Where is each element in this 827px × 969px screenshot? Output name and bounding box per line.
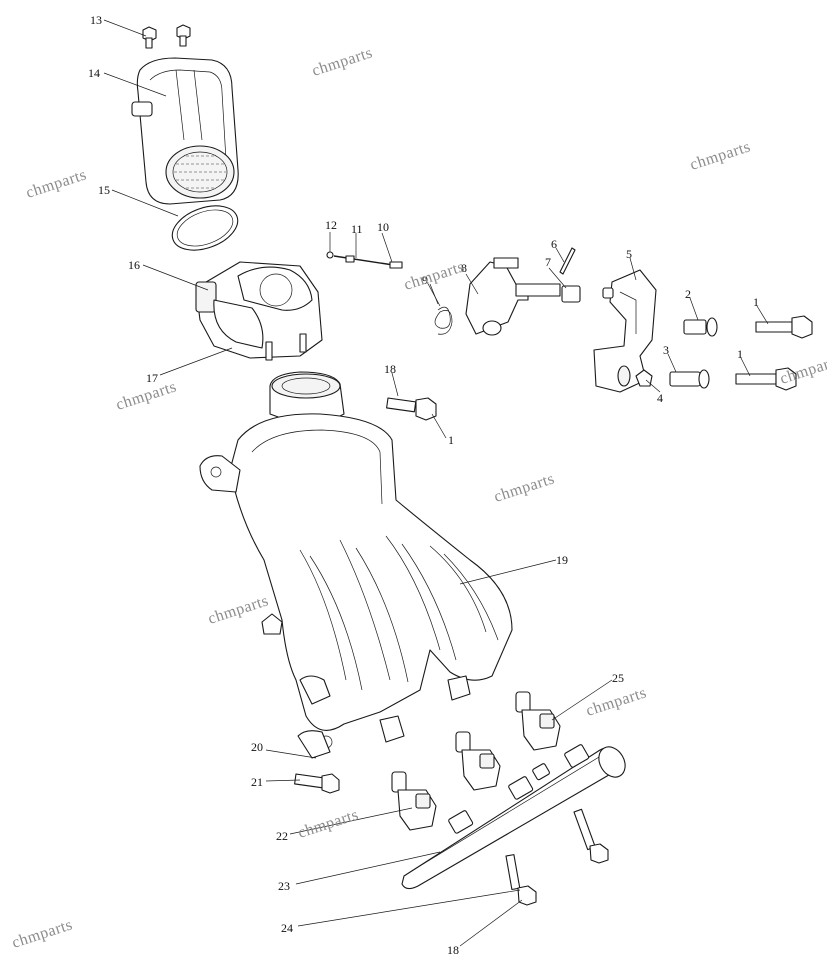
- housing-14: [131, 57, 239, 205]
- lever-8: [465, 257, 561, 336]
- bolt-13-right: [176, 24, 191, 47]
- callout-9: 9: [422, 273, 428, 287]
- callout-17: 17: [146, 371, 158, 385]
- callout-21: 21: [251, 775, 263, 789]
- callout-14: 14: [88, 66, 100, 80]
- callout-1-upper: 1: [753, 295, 759, 309]
- callout-8: 8: [461, 261, 467, 275]
- o-ring-15: [171, 205, 239, 251]
- bolt-1-lower: [735, 367, 797, 391]
- watermark: chmparts: [688, 138, 753, 174]
- watermark: chmparts: [492, 470, 557, 506]
- injector-25: [515, 691, 561, 751]
- callout-10: 10: [377, 220, 389, 234]
- callout-20: 20: [251, 740, 263, 754]
- callout-numbers: 13 14 15 16 17 12 11 10 9 8 7 6 5 2 1 3 …: [88, 13, 759, 957]
- callout-18-upper: 18: [384, 362, 396, 376]
- watermark: chmparts: [10, 916, 75, 952]
- callout-3: 3: [663, 343, 669, 357]
- pin-6: [559, 247, 576, 275]
- intake-manifold-19: [199, 413, 513, 759]
- throttle-body-16: [195, 261, 323, 361]
- watermark: chmparts: [310, 44, 375, 80]
- bolt-18-upper: [386, 397, 437, 421]
- callout-25: 25: [612, 671, 624, 685]
- callout-1-lower: 1: [737, 347, 743, 361]
- bushing-3: [669, 369, 710, 389]
- collar-7: [561, 285, 581, 303]
- callout-16: 16: [128, 258, 140, 272]
- callout-13: 13: [90, 13, 102, 27]
- bracket-5: [593, 269, 657, 393]
- bolt-13-left: [142, 26, 157, 49]
- watermark: chmparts: [206, 592, 271, 628]
- callout-24: 24: [281, 921, 293, 935]
- injector-seat-left: [379, 675, 471, 743]
- callout-22: 22: [276, 829, 288, 843]
- callout-12: 12: [325, 218, 337, 232]
- injector-mid: [455, 731, 501, 791]
- spring-9: [425, 279, 453, 335]
- callout-5: 5: [626, 247, 632, 261]
- callout-15: 15: [98, 183, 110, 197]
- callout-11: 11: [351, 222, 363, 236]
- callout-2: 2: [685, 287, 691, 301]
- fuel-rail-23: [401, 744, 626, 890]
- watermark: chmparts: [778, 352, 827, 388]
- bolt-24-18: [505, 854, 537, 906]
- bushing-2: [683, 317, 718, 337]
- callout-1-mid: 1: [448, 433, 454, 447]
- watermark: chmparts: [296, 806, 361, 842]
- watermark: chmparts: [402, 258, 467, 294]
- bolt-rail-right: [573, 808, 609, 864]
- bolt-21: [294, 773, 340, 794]
- watermark: chmparts: [24, 166, 89, 202]
- callout-7: 7: [545, 255, 551, 269]
- watermark: chmparts: [584, 684, 649, 720]
- callout-19: 19: [556, 553, 568, 567]
- rod-10-11-12: [326, 251, 403, 269]
- callout-23: 23: [278, 879, 290, 893]
- callout-18-lower: 18: [447, 943, 459, 957]
- leader-lines: [103, 19, 769, 947]
- bolt-1-upper: [755, 315, 813, 339]
- callout-4: 4: [657, 391, 663, 405]
- injector-22: [391, 771, 437, 831]
- callout-6: 6: [551, 237, 557, 251]
